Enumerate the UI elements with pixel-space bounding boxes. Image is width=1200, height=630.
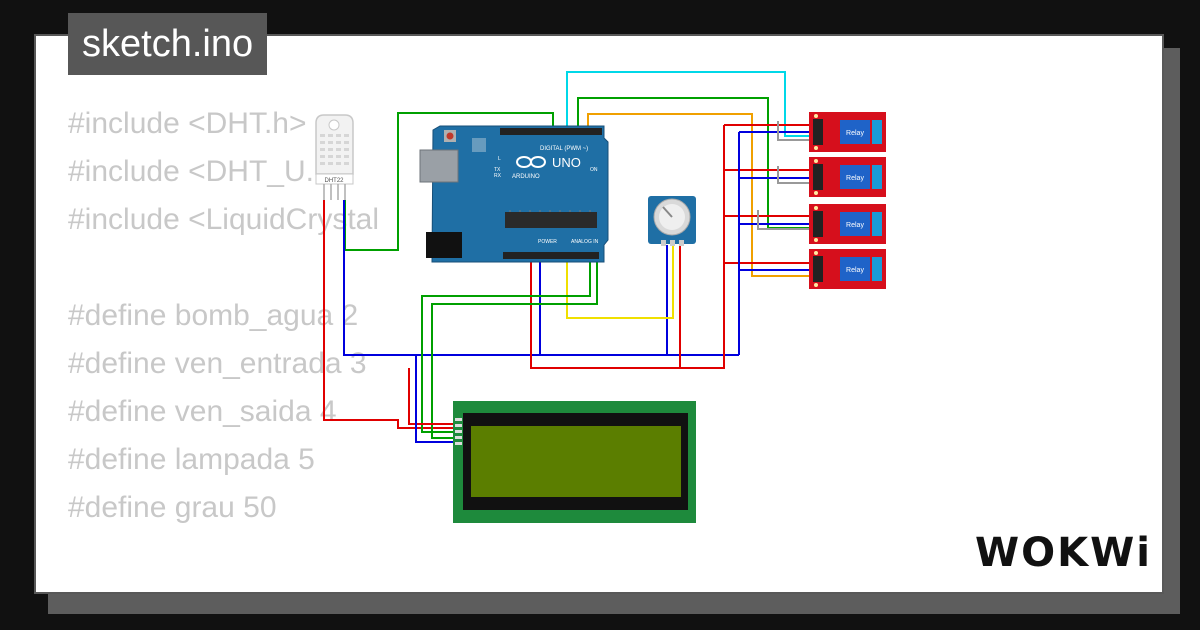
code-line: #define lampada 5 [68,443,315,476]
relay-label: Relay [846,267,864,274]
arduino-power-label: POWER [538,239,557,245]
code-line: #define ven_entrada 3 [68,347,367,380]
dht-label: DHT22 [324,178,344,184]
lcd-display[interactable] [453,401,696,523]
wokwi-logo-text: WOKWi [975,530,1152,576]
wire-relay2-signal [587,113,812,277]
code-line: #include <LiquidCrystal [68,203,380,236]
wire-lcd-gnd [415,355,455,443]
wokwi-logo: WOKWi [975,530,1152,576]
relay-module[interactable]: Relay [809,249,886,289]
relay-label: Relay [846,175,864,182]
wire-relay1-gray [777,121,812,141]
potentiometer[interactable] [648,196,696,246]
code-line: #define ven_saida 4 [68,395,337,428]
wire-relay1-signal [566,71,812,137]
wire-relay3-gray [757,210,812,230]
arduino-led-rx: RX [494,173,502,179]
sketch-title[interactable]: sketch.ino [68,13,268,75]
wire-lcd-scl [431,258,598,439]
relay-label: Relay [846,222,864,229]
code-line: #include <DHT.h> [68,107,307,140]
arduino-led-l: L [498,156,501,162]
relay-module[interactable]: Relay [809,112,886,152]
arduino-digital-label: DIGITAL (PWM ~) [540,146,588,152]
relay-module[interactable]: Relay [809,157,886,197]
arduino-brand: ARDUINO [512,174,540,180]
relay-module[interactable]: Relay [809,204,886,244]
arduino-model: UNO [552,155,581,170]
wire-relay2-gray [777,166,812,184]
arduino-infinity-icon [516,156,546,168]
dht22-sensor[interactable]: DHT22 [315,114,354,200]
arduino-led-on: ON [590,167,598,173]
wire-lcd-vcc [408,368,455,425]
code-line: #define bomb_agua 2 [68,299,359,332]
code-line: #define grau 50 [68,491,277,524]
wire-dht-gnd [343,200,739,356]
relay-label: Relay [846,130,864,137]
wire-relay-vcc-2 [530,125,725,369]
arduino-led-tx: TX [494,167,501,173]
arduino-uno[interactable]: DIGITAL (PWM ~) UNO ARDUINO L TX RX ON P… [419,125,609,263]
arduino-analog-label: ANALOG IN [571,239,599,245]
wires [323,71,812,443]
wire-pot-signal [566,245,674,319]
